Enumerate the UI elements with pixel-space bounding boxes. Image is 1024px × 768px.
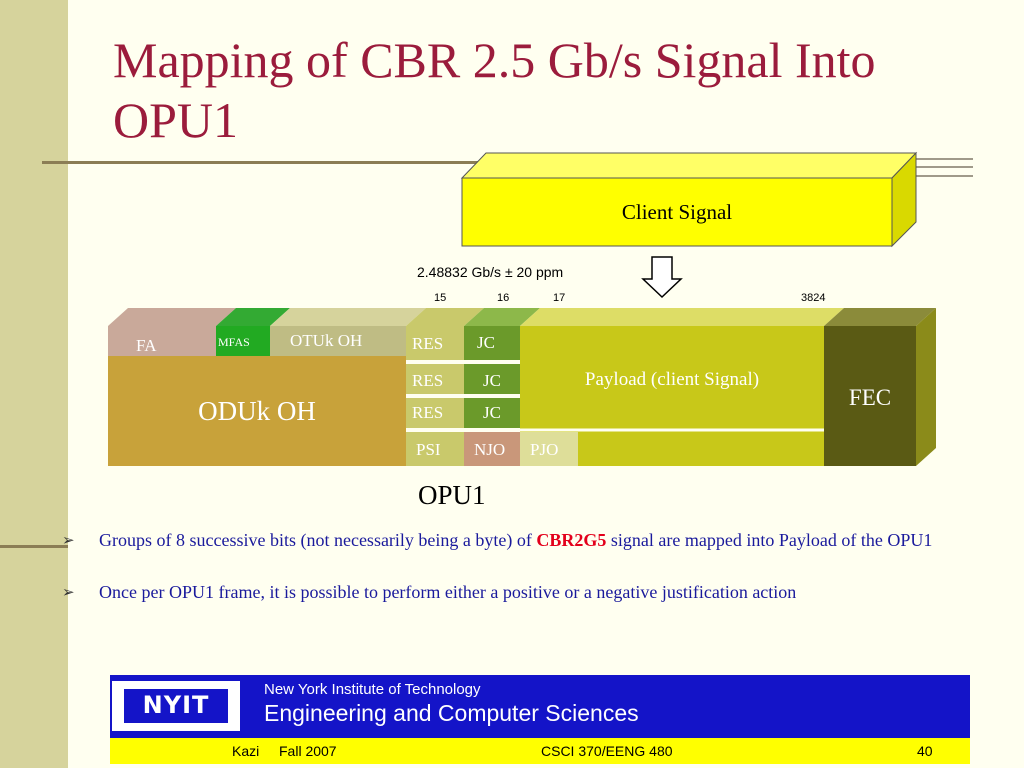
pjo-label: PJO (530, 440, 559, 459)
jc-label-3: JC (483, 403, 501, 422)
fa-cell (108, 326, 216, 356)
res-label-3: RES (412, 403, 444, 422)
column-number-15: 15 (434, 292, 447, 304)
res-cell-3 (406, 398, 464, 428)
payload-label: Payload (client Signal) (584, 369, 760, 390)
frame-top-otuk (270, 308, 426, 326)
bullet-item: ➢ Once per OPU1 frame, it is possible to… (62, 579, 982, 605)
frame-side (916, 308, 936, 466)
rate-label: 2.48832 Gb/s ± 20 ppm (417, 264, 564, 280)
frame-top-mfas (216, 308, 290, 326)
decor-rule (915, 175, 973, 177)
res-label-2: RES (412, 371, 444, 390)
otuk-oh-cell (270, 326, 406, 356)
payload-cell (520, 326, 824, 432)
decor-rule (915, 158, 973, 160)
institute-name: New York Institute of Technology (264, 681, 481, 698)
njo-label: NJO (474, 440, 506, 459)
footer-author: Kazi (232, 743, 260, 759)
client-signal-box (461, 177, 893, 247)
frame-top-fa (108, 308, 236, 326)
title-rule (42, 161, 482, 164)
column-number-17: 17 (553, 292, 566, 304)
jc-label-2: JC (483, 371, 501, 390)
frame-top-fec (824, 308, 936, 326)
footer-term: Fall 2007 (279, 743, 337, 759)
column-number-16: 16 (497, 292, 510, 304)
nyit-logo: NYIT (112, 681, 240, 731)
res-cell-2 (406, 364, 464, 394)
payload-low-cell (578, 432, 824, 466)
res-cell-1 (406, 326, 464, 360)
njo-cell (464, 432, 520, 466)
footer-info-bar (110, 738, 970, 764)
pjo-cell (520, 432, 578, 466)
bullet-item: ➢ Groups of 8 successive bits (not neces… (62, 527, 982, 553)
column-number-3824: 3824 (801, 292, 826, 304)
frame-top-res (406, 308, 484, 326)
otuk-oh-label: OTUk OH (290, 331, 363, 350)
res-label-1: RES (412, 334, 444, 353)
arrow-bullet-icon: ➢ (62, 583, 75, 601)
frame-top-payload (520, 308, 844, 326)
down-arrow-icon (641, 256, 683, 299)
department-name: Engineering and Computer Sciences (264, 700, 639, 726)
jc-cell-1 (464, 326, 520, 360)
footer-page-number: 40 (917, 743, 933, 759)
mfas-label: MFAS (218, 335, 250, 349)
arrow-bullet-icon: ➢ (62, 531, 75, 549)
oduk-oh-label: ODUk OH (198, 396, 316, 426)
jc-cell-2 (464, 364, 520, 394)
bullet-list: ➢ Groups of 8 successive bits (not neces… (62, 527, 982, 631)
decor-rule (915, 166, 973, 168)
psi-cell (406, 432, 464, 466)
footer-banner (110, 675, 970, 738)
client-signal-label: Client Signal (621, 200, 733, 224)
frame-top-jc (464, 308, 540, 326)
mfas-cell (216, 326, 270, 356)
slide-title: Mapping of CBR 2.5 Gb/s Signal Into OPU1 (113, 32, 876, 148)
cbr2g5-highlight: CBR2G5 (536, 530, 607, 550)
fa-label: FA (136, 336, 157, 355)
fec-label: FEC (848, 385, 892, 410)
oduk-oh-cell (108, 356, 406, 466)
client-signal-box-top (460, 152, 918, 179)
sidebar-rule (0, 545, 68, 548)
opu1-label: OPU1 (418, 480, 486, 510)
fec-cell (824, 326, 916, 466)
footer-course: CSCI 370/EENG 480 (541, 743, 673, 759)
jc-label-1: JC (477, 333, 495, 352)
psi-label: PSI (416, 440, 441, 459)
jc-cell-3 (464, 398, 520, 428)
sidebar-band (0, 0, 68, 768)
